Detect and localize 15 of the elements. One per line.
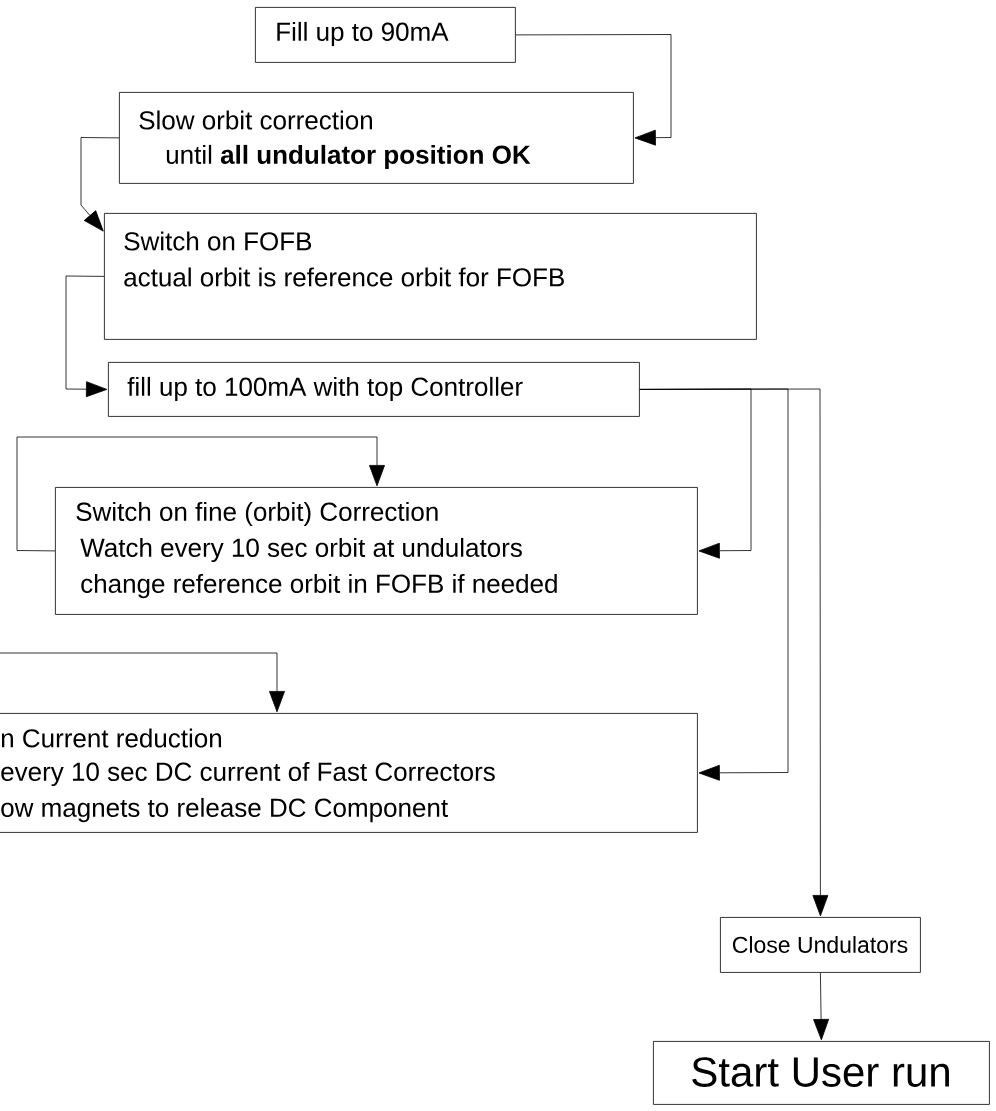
arrow [515,34,672,146]
process-box: n Current reduction every 10 sec DC current of Fast Correctors ow magnets to release DC Component [0,713,698,833]
process-box: Close Undulators [720,917,921,973]
process-box: fill up to 100mA with top Controller [108,362,640,417]
arrow [813,972,830,1041]
arrow [80,137,120,232]
process-box: Switch on FOFB actual orbit is reference orbit for FOFB [104,213,757,340]
terminal-box: Start User run [653,1041,990,1105]
process-box: Fill up to 90mA [255,7,516,63]
process-box: Switch on fine (orbit) Correction Watch every 10 sec orbit at undulators change reference orbit in FOFB if needed [55,487,698,615]
arrow [639,388,829,917]
process-box: Slow orbit correction until all undulator position OK [119,92,634,184]
arrow [65,275,108,398]
arrow [16,436,385,552]
arrow [0,652,285,713]
